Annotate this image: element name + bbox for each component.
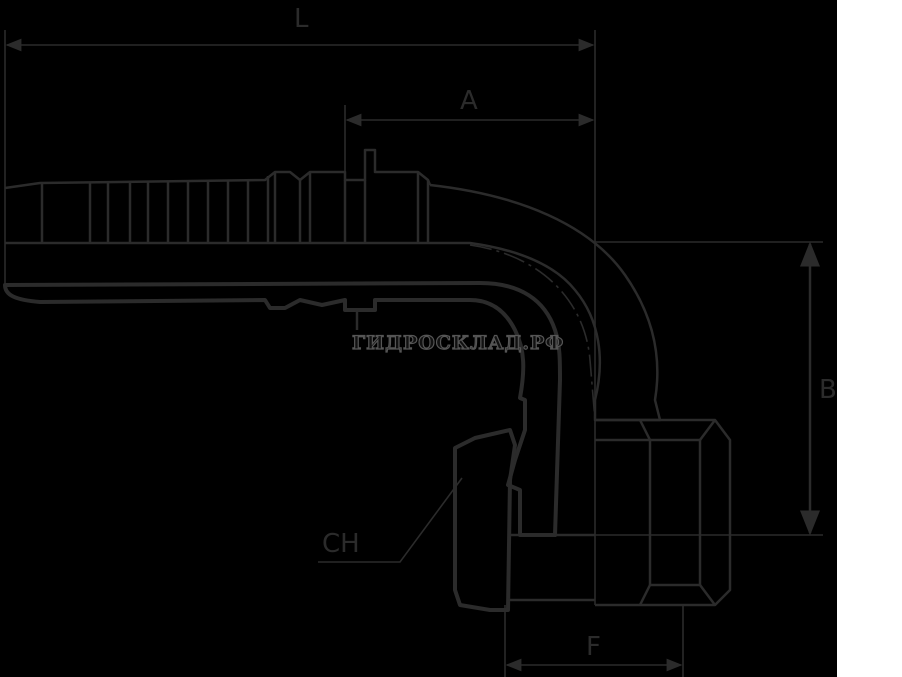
centerline (469, 244, 596, 421)
swivel-nut (508, 418, 732, 607)
nut-section (453, 428, 517, 612)
dimension-F: F (504, 605, 684, 677)
elbow-outer (429, 183, 662, 422)
hose-tail (4, 148, 432, 245)
dimension-A: A (344, 86, 595, 172)
dimension-label-CH: CH (322, 529, 360, 559)
dimension-label-F: F (586, 632, 601, 662)
dimension-B: B (555, 241, 837, 536)
dimension-label-B: B (819, 375, 837, 405)
dimension-label-A: A (460, 86, 478, 116)
watermark: ГИДРОСКЛАД.РФ (352, 332, 564, 354)
drawing-background (0, 0, 837, 677)
dimension-label-L: L (294, 4, 309, 34)
tube-section (3, 281, 562, 537)
dimension-CH: CH (318, 477, 463, 563)
